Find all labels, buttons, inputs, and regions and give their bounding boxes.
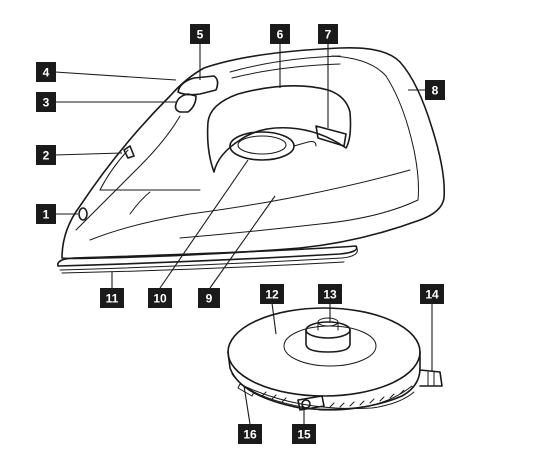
power-indicator <box>78 207 88 221</box>
power-cord <box>419 369 443 387</box>
callout-label: 16 <box>243 428 257 442</box>
callout-2: 2 <box>36 145 56 165</box>
steam-burst-button <box>177 75 219 96</box>
soleplate <box>57 245 358 267</box>
steam-iron <box>57 46 446 274</box>
steam-lever <box>315 125 347 147</box>
iron-body <box>61 46 446 260</box>
callout-6: 6 <box>270 24 290 44</box>
callout-15: 15 <box>292 424 316 444</box>
callout-8: 8 <box>425 80 445 100</box>
callout-label: 8 <box>432 84 439 98</box>
callout-5: 5 <box>190 24 210 44</box>
release-button <box>297 395 325 411</box>
callout-label: 9 <box>206 292 213 306</box>
callout-12: 12 <box>260 284 284 304</box>
lock-icon <box>123 145 135 159</box>
spray-button <box>174 93 197 113</box>
callout-9: 9 <box>198 288 220 308</box>
handle-opening <box>206 85 352 173</box>
callout-label: 12 <box>265 288 279 302</box>
iron-base <box>227 307 443 411</box>
callout-label: 3 <box>43 96 50 110</box>
callout-label: 7 <box>325 28 332 42</box>
callout-4: 4 <box>36 62 56 82</box>
callout-label: 5 <box>197 28 204 42</box>
callout-label: 2 <box>43 149 50 163</box>
leader-lines <box>54 44 433 425</box>
callout-label: 1 <box>43 208 50 222</box>
callout-label: 15 <box>297 428 311 442</box>
callout-3: 3 <box>36 92 56 112</box>
callout-11: 11 <box>100 288 124 308</box>
callout-label: 6 <box>277 28 284 42</box>
callout-label: 13 <box>323 288 337 302</box>
callout-label: 11 <box>106 292 119 306</box>
callout-10: 10 <box>148 288 172 308</box>
central-connector <box>305 329 351 353</box>
callout-1: 1 <box>36 204 56 224</box>
callout-label: 10 <box>153 292 167 306</box>
callout-label: 4 <box>43 66 50 80</box>
callout-7: 7 <box>318 24 338 44</box>
callout-13: 13 <box>318 284 342 304</box>
callout-label: 14 <box>425 288 439 302</box>
callout-14: 14 <box>420 284 444 304</box>
callout-16: 16 <box>238 424 262 444</box>
